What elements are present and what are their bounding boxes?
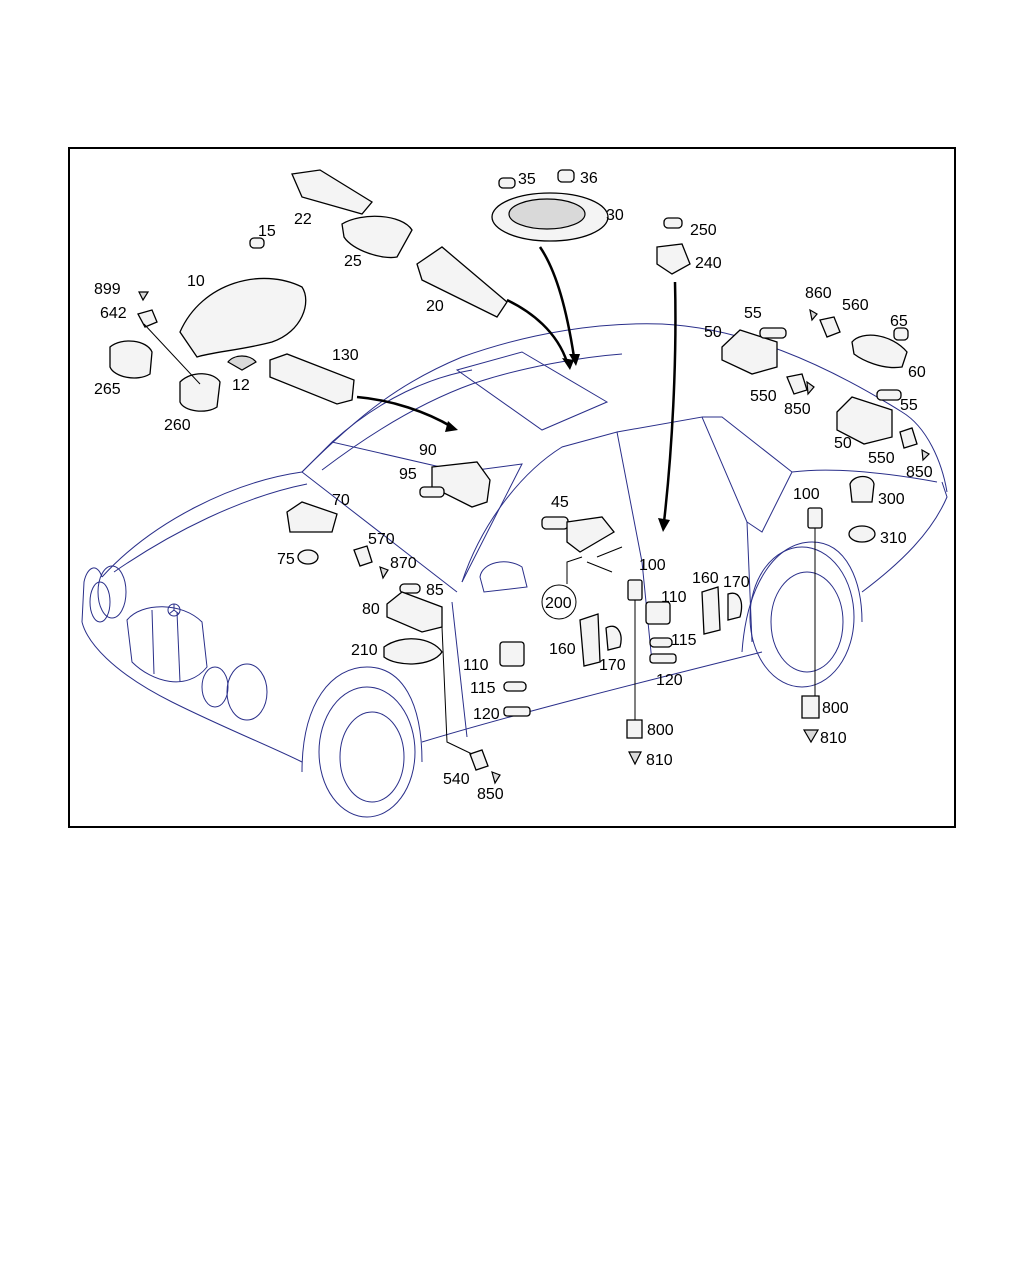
callout-50: 50 bbox=[704, 324, 722, 341]
callout-550: 550 bbox=[750, 388, 777, 405]
car-outline bbox=[81, 323, 948, 818]
callout-899: 899 bbox=[94, 281, 121, 298]
callout-110: 110 bbox=[661, 589, 687, 606]
callout-12: 12 bbox=[232, 377, 250, 394]
leader-lines bbox=[143, 323, 816, 755]
callout-265: 265 bbox=[94, 381, 121, 398]
callout-850: 850 bbox=[906, 464, 933, 481]
callout-210: 210 bbox=[351, 642, 378, 659]
callout-120: 120 bbox=[473, 706, 500, 723]
callout-800: 800 bbox=[822, 700, 849, 717]
callout-240: 240 bbox=[695, 255, 722, 272]
callout-70: 70 bbox=[332, 492, 350, 509]
callout-80: 80 bbox=[362, 601, 380, 618]
callout-75: 75 bbox=[277, 551, 295, 568]
callout-36: 36 bbox=[580, 170, 598, 187]
callout-310: 310 bbox=[880, 530, 907, 547]
callout-160: 160 bbox=[549, 641, 576, 658]
callout-800: 800 bbox=[647, 722, 674, 739]
callout-45: 45 bbox=[551, 494, 569, 511]
callout-120: 120 bbox=[656, 672, 683, 689]
callout-10: 10 bbox=[187, 273, 205, 290]
callout-115: 115 bbox=[470, 680, 496, 697]
callout-100: 100 bbox=[793, 486, 820, 503]
callout-850: 850 bbox=[477, 786, 504, 803]
callout-860: 860 bbox=[805, 285, 832, 302]
callout-labels: 899 642 10 15 22 25 20 35 36 30 250 240 … bbox=[94, 170, 933, 803]
callout-540: 540 bbox=[443, 771, 470, 788]
parts bbox=[109, 169, 930, 785]
callout-300: 300 bbox=[878, 491, 905, 508]
parts-diagram: 899 642 10 15 22 25 20 35 36 30 250 240 … bbox=[81, 169, 948, 818]
callout-90: 90 bbox=[419, 442, 437, 459]
callout-15: 15 bbox=[258, 223, 276, 240]
callout-22: 22 bbox=[294, 211, 312, 228]
callout-130: 130 bbox=[332, 347, 359, 364]
callout-570: 570 bbox=[368, 531, 395, 548]
arrows bbox=[356, 246, 677, 532]
callout-50: 50 bbox=[834, 435, 852, 452]
callout-642: 642 bbox=[100, 305, 127, 322]
callout-25: 25 bbox=[344, 253, 362, 270]
callout-115: 115 bbox=[671, 632, 697, 649]
callout-30: 30 bbox=[606, 207, 624, 224]
callout-60: 60 bbox=[908, 364, 926, 381]
callout-170: 170 bbox=[599, 657, 626, 674]
callout-870: 870 bbox=[390, 555, 417, 572]
callout-170: 170 bbox=[723, 574, 750, 591]
callout-810: 810 bbox=[646, 752, 673, 769]
callout-560: 560 bbox=[842, 297, 869, 314]
callout-20: 20 bbox=[426, 298, 444, 315]
diagram-frame: 899 642 10 15 22 25 20 35 36 30 250 240 … bbox=[68, 147, 956, 828]
callout-550: 550 bbox=[868, 450, 895, 467]
callout-250: 250 bbox=[690, 222, 717, 239]
badge-star-icon bbox=[167, 603, 181, 617]
callout-65: 65 bbox=[890, 313, 908, 330]
callout-35: 35 bbox=[518, 171, 536, 188]
callout-260: 260 bbox=[164, 417, 191, 434]
callout-160: 160 bbox=[692, 570, 719, 587]
callout-850: 850 bbox=[784, 401, 811, 418]
callout-110: 110 bbox=[463, 657, 489, 674]
callout-200: 200 bbox=[545, 595, 572, 612]
callout-100: 100 bbox=[639, 557, 666, 574]
callout-810: 810 bbox=[820, 730, 847, 747]
callout-55: 55 bbox=[744, 305, 762, 322]
callout-55: 55 bbox=[900, 397, 918, 414]
callout-85: 85 bbox=[426, 582, 444, 599]
callout-95: 95 bbox=[399, 466, 417, 483]
